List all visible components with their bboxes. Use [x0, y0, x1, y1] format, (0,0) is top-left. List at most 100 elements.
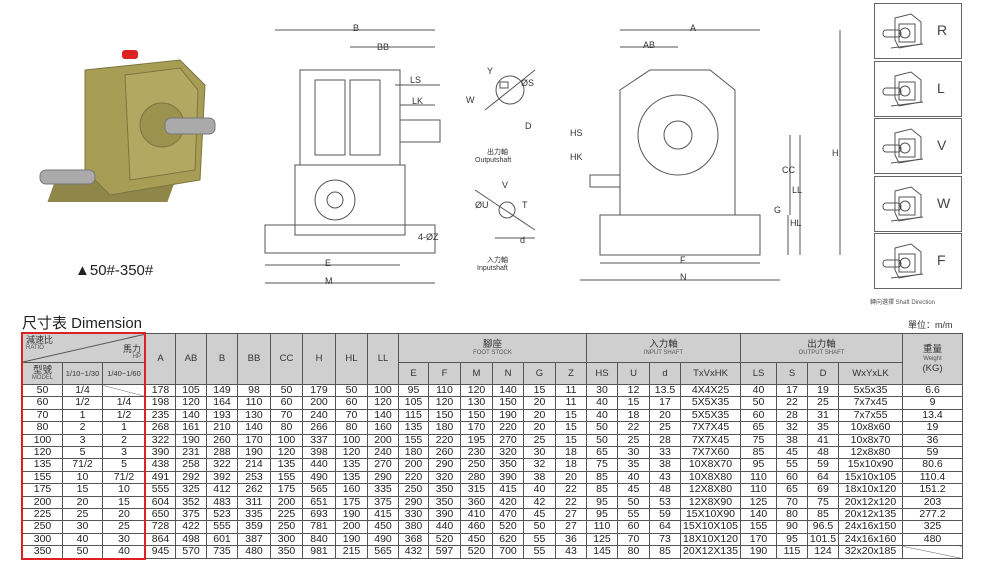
table-cell: 981 [302, 545, 336, 559]
table-cell: 300 [22, 532, 63, 547]
table-cell: 325 [175, 483, 207, 497]
table-cell: 12 [617, 383, 650, 398]
table-cell: 50 [523, 520, 556, 534]
table-cell: 491 [145, 470, 176, 485]
table-cell: 149 [206, 383, 238, 398]
table-cell: 75 [740, 433, 777, 448]
table-cell: 105 [175, 383, 207, 398]
table-cell: 25 [523, 433, 556, 448]
table-cell: 30 [523, 446, 556, 460]
table-cell: 100 [22, 433, 63, 448]
table-cell: 120 [335, 446, 368, 460]
table-cell: 480 [237, 545, 271, 559]
table-cell: 10X8X80 [680, 470, 741, 485]
table-cell: 155 [22, 470, 63, 485]
dim-label-CC: CC [782, 165, 795, 175]
table-cell: 100 [367, 383, 399, 398]
table-cell: 28 [776, 408, 808, 423]
table-cell: 22 [776, 396, 808, 410]
table-cell: 565 [302, 483, 336, 497]
table-cell: 130 [237, 408, 271, 423]
table-cell: 110 [428, 383, 461, 398]
table-cell: 60 [776, 470, 808, 485]
table-cell: 164 [206, 396, 238, 410]
table-cell: 60 [270, 396, 303, 410]
table-cell: 4X4X25 [680, 383, 741, 398]
table-cell: 120 [175, 396, 207, 410]
table-cell: 22 [555, 483, 587, 497]
table-cell: 480 [902, 532, 963, 547]
table-cell: 440 [302, 458, 336, 472]
input-shaft-label-en: Inputshaft [477, 265, 508, 272]
table-cell: 200 [367, 433, 399, 448]
table-cell: 85 [586, 483, 618, 497]
weight-en: Weight [923, 355, 942, 362]
table-cell: 483 [206, 495, 238, 510]
table-cell: 55 [617, 508, 650, 522]
table-cell: 13.4 [902, 408, 963, 423]
shaft-direction-F: F [874, 233, 962, 289]
table-cell: 35 [807, 421, 839, 435]
table-cell: 170 [237, 433, 271, 448]
table-cell: 80 [776, 508, 808, 522]
table-cell: 2 [102, 433, 146, 448]
table-cell: 335 [237, 508, 271, 522]
col-TxVxHK: TxVxHK [680, 362, 741, 385]
foot-stock-cn: 腳座 [482, 338, 502, 350]
table-cell: 170 [460, 421, 493, 435]
front-view-drawing [580, 29, 841, 281]
table-cell: 65 [586, 446, 618, 460]
table-cell: 864 [145, 532, 176, 547]
dim-label-A: A [690, 23, 697, 33]
table-cell: 45 [776, 446, 808, 460]
table-cell: 390 [145, 446, 176, 460]
table-cell: 325 [902, 520, 963, 534]
table-cell: 15 [555, 408, 587, 423]
table-cell: 43 [555, 545, 587, 559]
table-cell: 90 [776, 520, 808, 534]
table-cell: 432 [398, 545, 429, 559]
table-cell: 12x8x80 [838, 446, 903, 460]
input-shaft-en: INPUT SHAFT [643, 350, 684, 357]
table-cell: 190 [492, 408, 524, 423]
table-cell: 25 [62, 508, 103, 522]
table-cell: 179 [302, 383, 336, 398]
table-cell: 200 [22, 495, 63, 510]
dim-label-LK: LK [412, 96, 424, 106]
table-cell: 20 [523, 421, 556, 435]
table-cell: 438 [145, 458, 176, 472]
table-cell: 268 [145, 421, 176, 435]
table-cell: 270 [367, 458, 399, 472]
table-cell: 7X7X60 [680, 446, 741, 460]
col-U: U [617, 362, 650, 385]
table-cell: 38 [523, 470, 556, 485]
table-cell: 75 [807, 495, 839, 510]
gearbox-icon [882, 128, 924, 164]
table-cell: 315 [460, 483, 493, 497]
table-cell: 15x10x105 [838, 470, 903, 485]
table-cell: 18 [617, 408, 650, 423]
table-cell: 17 [649, 396, 681, 410]
table-cell: 59 [902, 446, 963, 460]
foot-stock-en: FOOT STOCK [473, 350, 512, 357]
table-cell: 7x7x55 [838, 408, 903, 423]
table-cell: 18 [555, 446, 587, 460]
table-cell: 250 [22, 520, 63, 534]
table-cell: 193 [206, 408, 238, 423]
table-cell: 11 [555, 396, 587, 410]
table-cell: 225 [270, 508, 303, 522]
table-cell: 270 [492, 433, 524, 448]
table-cell: 151.2 [902, 483, 963, 497]
table-cell: 98 [237, 383, 271, 398]
table-cell: 50 [62, 545, 103, 559]
table-cell: 43 [649, 470, 681, 485]
table-cell: 190 [740, 545, 777, 559]
table-cell: 520 [460, 545, 493, 559]
table-cell: 70 [22, 408, 63, 423]
table-cell: 240 [367, 446, 399, 460]
shaft-detail-drawing [474, 69, 536, 239]
